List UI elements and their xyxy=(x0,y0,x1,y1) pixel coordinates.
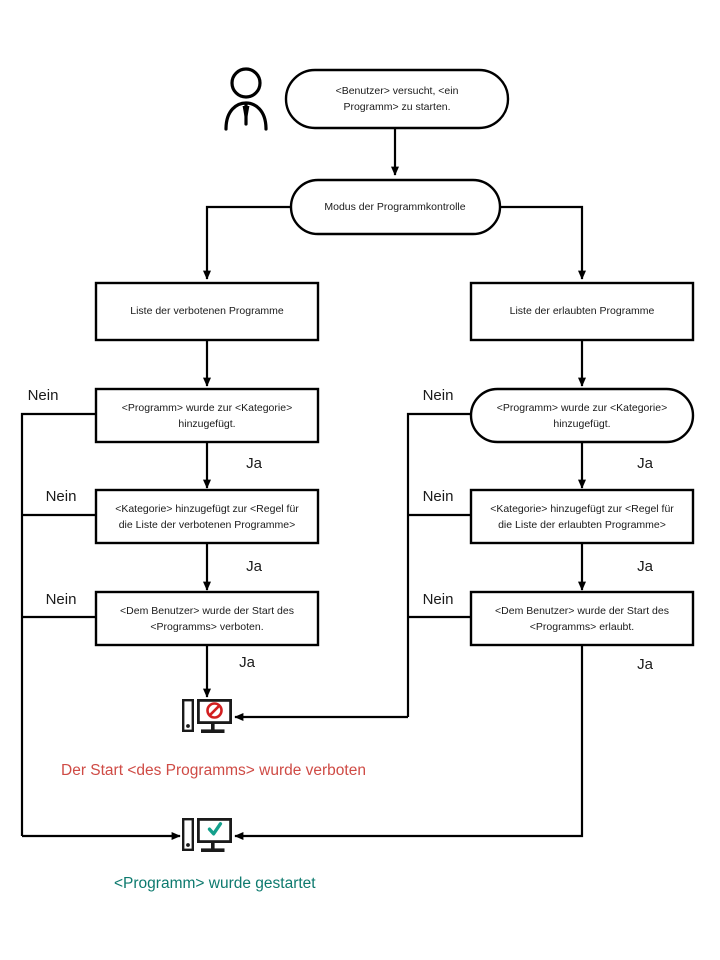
node-right-q1[interactable]: <Programm> wurde zur <Kategorie> hinzuge… xyxy=(469,387,695,444)
node-left-q3-line2: <Programms> verboten. xyxy=(150,621,263,633)
node-left-q3-line1: <Dem Benutzer> wurde der Start des xyxy=(120,605,294,617)
node-left-q2[interactable]: <Kategorie> hinzugefügt zur <Regel für d… xyxy=(94,488,320,545)
node-start-shape[interactable] xyxy=(284,68,510,130)
node-left-q1[interactable]: <Programm> wurde zur <Kategorie> hinzuge… xyxy=(94,387,320,444)
edge-label-left-no-2: Nein xyxy=(46,488,77,505)
edge-label-left-no-1: Nein xyxy=(28,387,59,404)
node-left-q2-shape[interactable] xyxy=(94,488,320,545)
node-mode-line1: Modus der Programmkontrolle xyxy=(324,201,465,213)
node-right-q2[interactable]: <Kategorie> hinzugefügt zur <Regel für d… xyxy=(469,488,695,545)
edge-label-right-yes-1: Ja xyxy=(637,455,654,472)
node-right-q3-line2: <Programms> erlaubt. xyxy=(530,621,634,633)
node-right-q2-line1: <Kategorie> hinzugefügt zur <Regel für xyxy=(490,503,674,515)
outcome-allowed-label: <Programm> wurde gestartet xyxy=(114,875,316,892)
node-left-q1-line2: hinzugefügt. xyxy=(178,418,235,430)
monitor-check-icon xyxy=(182,818,232,852)
node-left-q1-shape[interactable] xyxy=(94,387,320,444)
edge-right-q3-to-allowed xyxy=(234,645,584,840)
node-left-q2-line2: die Liste der verbotenen Programme> xyxy=(119,519,296,531)
node-right-list[interactable]: Liste der erlaubten Programme xyxy=(469,281,695,342)
node-left-q3-shape[interactable] xyxy=(94,590,320,647)
edge-label-right-yes-3: Ja xyxy=(637,656,654,673)
node-left-q2-line1: <Kategorie> hinzugefügt zur <Regel für xyxy=(115,503,299,515)
node-right-q2-line2: die Liste der erlaubten Programme> xyxy=(498,519,666,531)
node-left-list[interactable]: Liste der verbotenen Programme xyxy=(94,281,320,342)
edge-label-right-no-3: Nein xyxy=(423,591,454,608)
edge-mode-to-left-list xyxy=(203,205,290,280)
node-start-line1: <Benutzer> versucht, <ein xyxy=(336,85,459,97)
edge-label-right-yes-2: Ja xyxy=(637,558,654,575)
monitor-blocked-icon xyxy=(182,699,232,733)
node-right-q3[interactable]: <Dem Benutzer> wurde der Start des <Prog… xyxy=(469,590,695,647)
edge-label-left-yes-1: Ja xyxy=(246,455,263,472)
edge-label-left-no-3: Nein xyxy=(46,591,77,608)
node-right-list-line1: Liste der erlaubten Programme xyxy=(510,305,655,317)
node-start-line2: Programm> zu starten. xyxy=(343,101,450,113)
edge-label-left-yes-3: Ja xyxy=(239,654,256,671)
edge-labels-layer: Nein Nein Nein Ja Ja Ja Nein Nein Nein J… xyxy=(28,387,654,673)
node-right-q3-line1: <Dem Benutzer> wurde der Start des xyxy=(495,605,669,617)
person-icon xyxy=(224,67,268,131)
node-start[interactable]: <Benutzer> versucht, <ein Programm> zu s… xyxy=(284,68,510,130)
edge-label-left-yes-2: Ja xyxy=(246,558,263,575)
node-right-q3-shape[interactable] xyxy=(469,590,695,647)
node-right-q1-line2: hinzugefügt. xyxy=(553,418,610,430)
node-left-list-shape[interactable] xyxy=(94,281,320,342)
edge-right-q1-no xyxy=(406,412,471,717)
edge-mode-to-right-list xyxy=(500,205,586,280)
outcome-denied-label: Der Start <des Programms> wurde verboten xyxy=(61,762,366,779)
edge-left-q1-no xyxy=(20,412,96,836)
edge-label-right-no-1: Nein xyxy=(423,387,454,404)
node-right-q1-shape[interactable] xyxy=(469,387,695,444)
node-left-list-line1: Liste der verbotenen Programme xyxy=(130,305,284,317)
node-right-q2-shape[interactable] xyxy=(469,488,695,545)
node-right-list-shape[interactable] xyxy=(469,281,695,342)
node-mode[interactable]: Modus der Programmkontrolle xyxy=(289,178,502,236)
edges-layer xyxy=(20,128,586,840)
node-left-q3[interactable]: <Dem Benutzer> wurde der Start des <Prog… xyxy=(94,590,320,647)
node-right-q1-line1: <Programm> wurde zur <Kategorie> xyxy=(497,402,667,414)
node-mode-shape[interactable] xyxy=(289,178,502,236)
edge-label-right-no-2: Nein xyxy=(423,488,454,505)
node-left-q1-line1: <Programm> wurde zur <Kategorie> xyxy=(122,402,292,414)
